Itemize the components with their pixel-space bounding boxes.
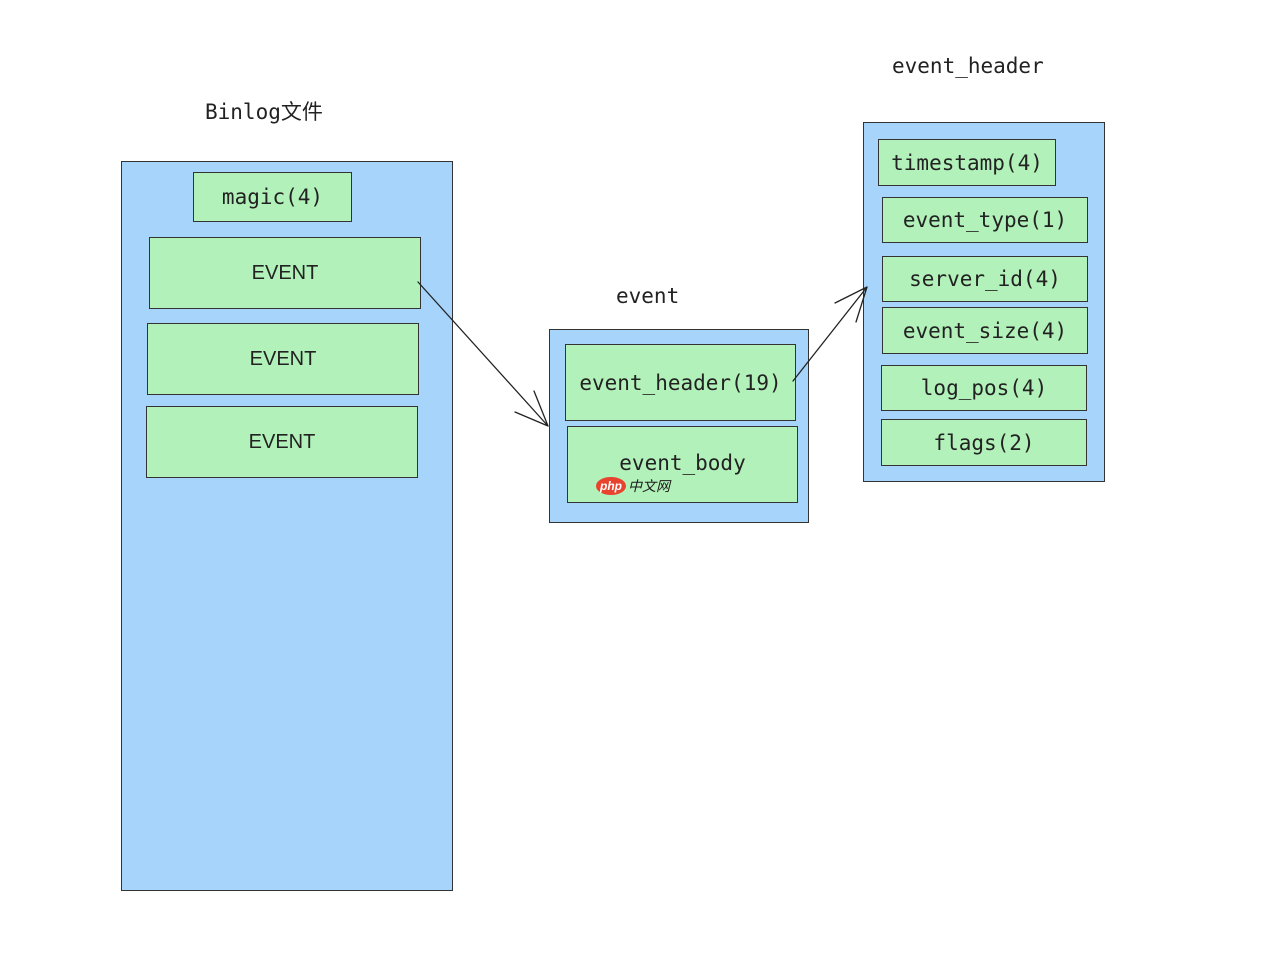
field-server-id: server_id(4) xyxy=(882,256,1088,302)
event-title: event xyxy=(616,284,680,308)
php-watermark: php 中文网 xyxy=(596,476,670,496)
field-timestamp: timestamp(4) xyxy=(878,139,1056,186)
event-header-box: event_header(19) xyxy=(565,344,796,421)
field-flags: flags(2) xyxy=(881,419,1087,466)
arrow-header-to-fields xyxy=(792,286,868,382)
binlog-title: Binlog文件 xyxy=(205,100,323,124)
binlog-event-1: EVENT xyxy=(149,237,421,309)
field-log-pos: log_pos(4) xyxy=(881,365,1087,411)
arrow-event-to-event xyxy=(417,281,549,427)
magic-box: magic(4) xyxy=(193,172,352,222)
field-event-size: event_size(4) xyxy=(882,307,1088,354)
binlog-event-3: EVENT xyxy=(146,406,418,478)
event-body-label: event_body xyxy=(619,451,746,475)
field-event-type: event_type(1) xyxy=(882,197,1088,243)
php-logo-icon: php xyxy=(596,477,626,495)
binlog-event-2: EVENT xyxy=(147,323,419,395)
event-header-title: event_header xyxy=(892,54,1044,78)
watermark-text: 中文网 xyxy=(628,478,670,494)
